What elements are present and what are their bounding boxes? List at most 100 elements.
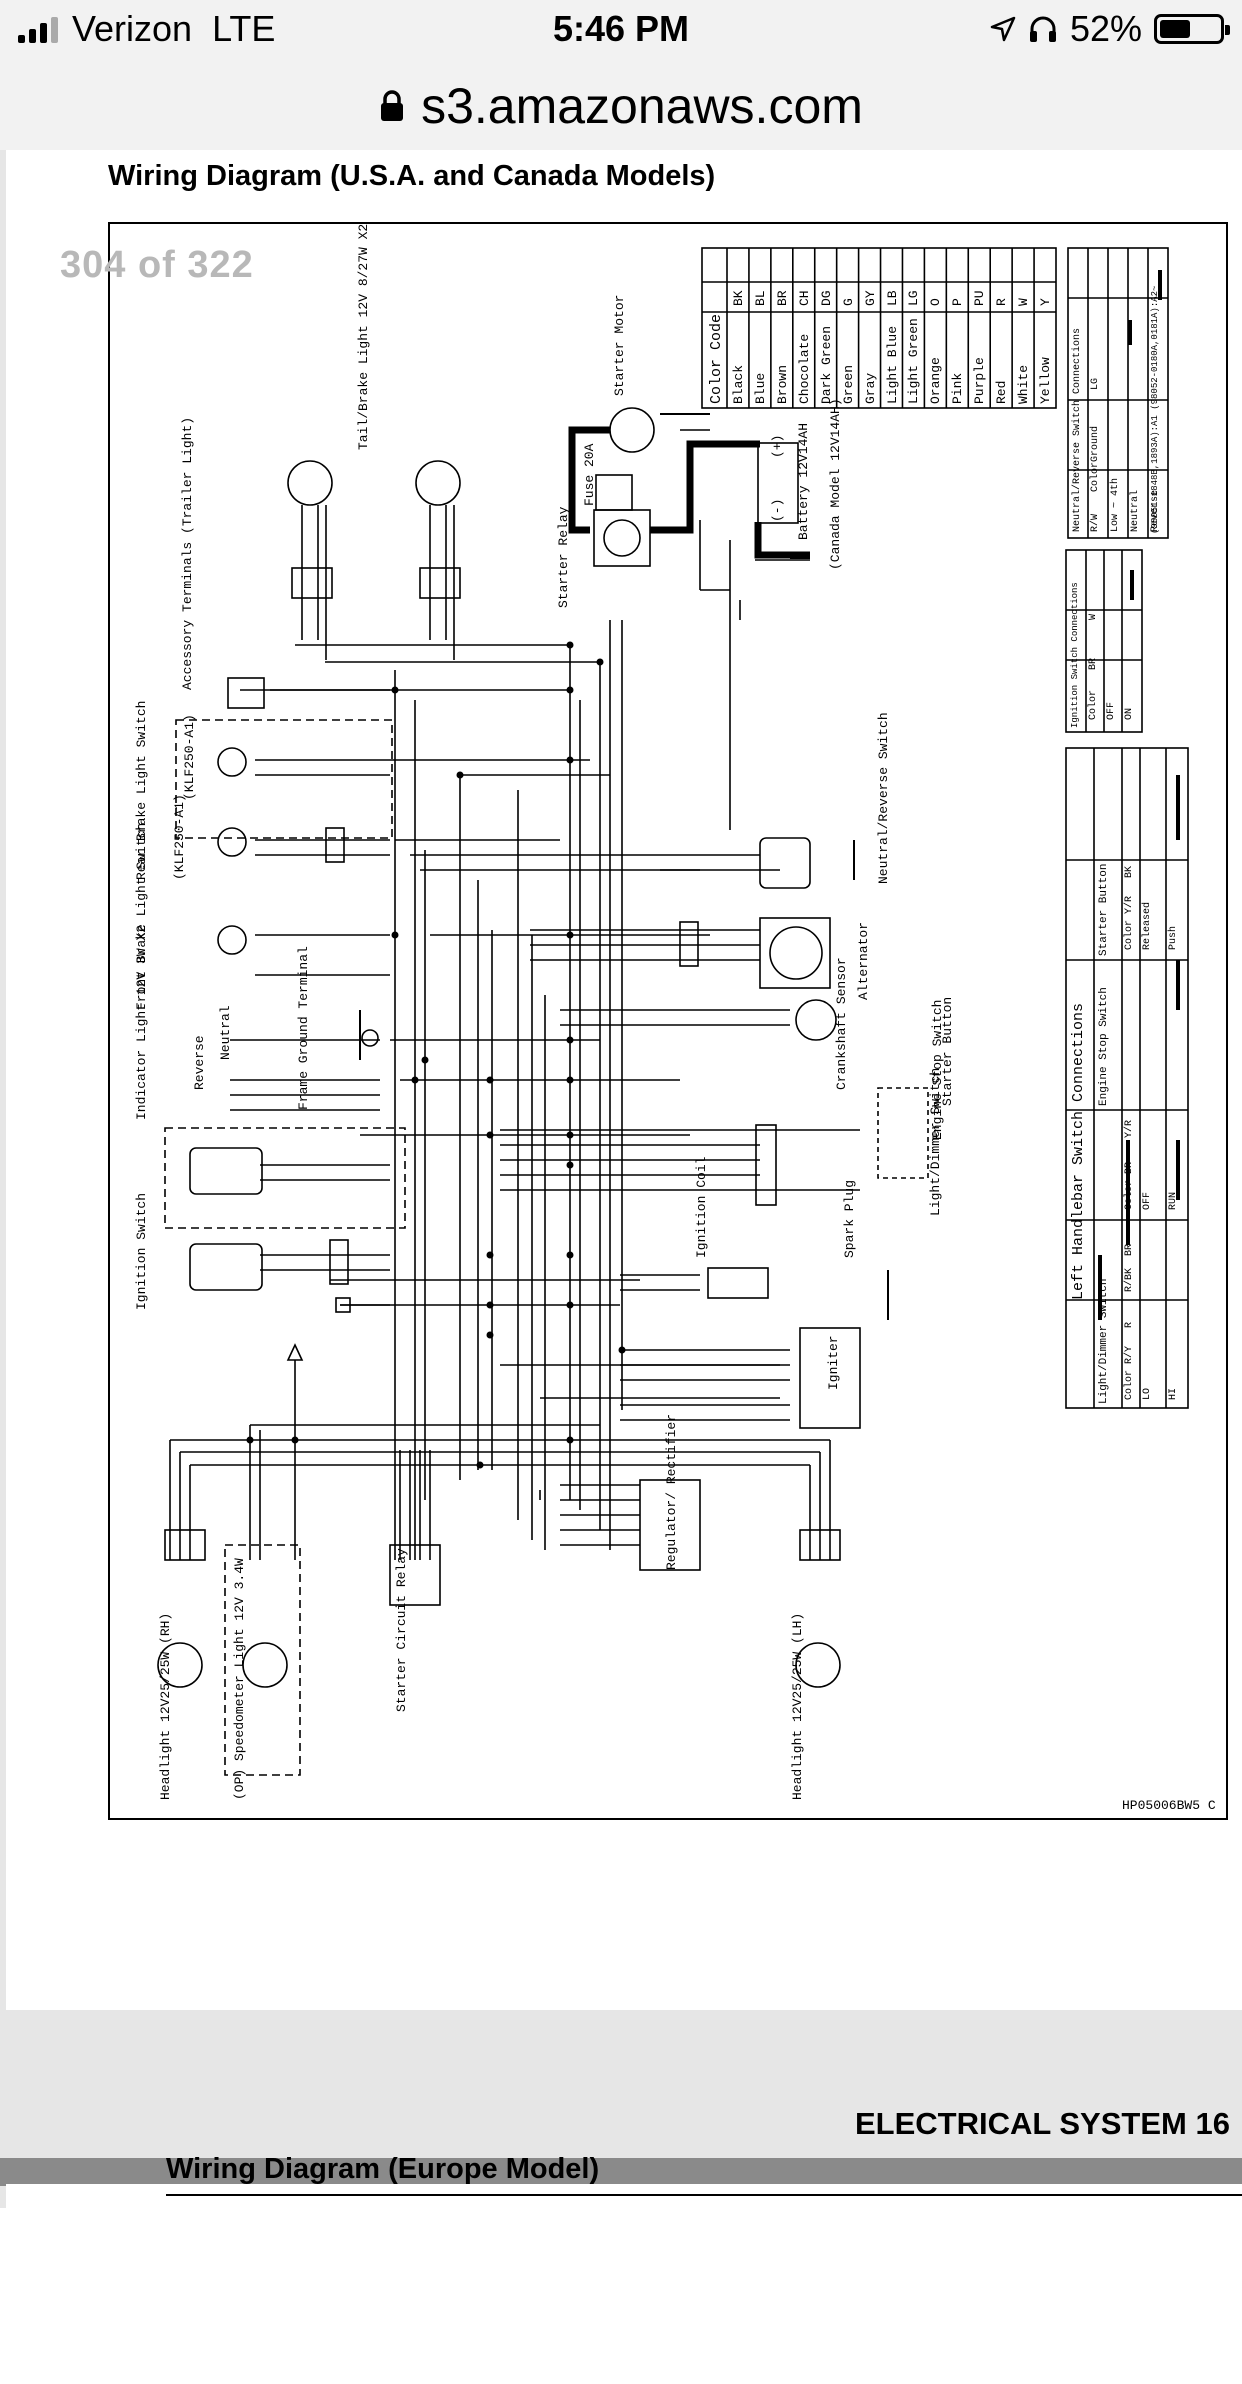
color-code-abbr: O bbox=[928, 298, 944, 306]
label-klf250-a1-2: (KLF250-A1) bbox=[172, 794, 187, 880]
diagram-frame bbox=[108, 222, 1228, 1820]
color-code-name: Light Green bbox=[906, 318, 922, 404]
label-igniter: Igniter bbox=[826, 1335, 841, 1390]
clock: 5:46 PM bbox=[552, 8, 690, 49]
color-code-name: Orange bbox=[928, 357, 944, 404]
hb-ld-header: R bbox=[1124, 1321, 1135, 1328]
wire-junction-dot bbox=[566, 1076, 574, 1084]
color-code-name: Pink bbox=[950, 372, 966, 404]
wire-junction-dot bbox=[486, 1301, 494, 1309]
color-code-name: Purple bbox=[972, 357, 988, 404]
handlebar-switch-table bbox=[1065, 747, 1189, 1409]
color-code-name: Chocolate bbox=[796, 333, 812, 404]
wire-junction-dot bbox=[566, 1301, 574, 1309]
hb-ld-header: R/Y bbox=[1124, 1345, 1135, 1364]
battery-percent: 52% bbox=[1069, 8, 1142, 49]
color-code-name: Red bbox=[994, 380, 1010, 404]
wire-junction-dot bbox=[391, 931, 399, 939]
wire-junction-dot bbox=[486, 1251, 494, 1259]
hb-sb-header: BK bbox=[1124, 865, 1135, 878]
color-code-abbr: W bbox=[1016, 298, 1032, 306]
nr-header: R/W bbox=[1090, 513, 1101, 532]
label-indicator-light: Indicator Light 12V 3W X2 bbox=[134, 924, 149, 1120]
tail-light-bulbs bbox=[287, 460, 461, 660]
label-headlight-rh: Headlight 12V25/25W (RH) bbox=[158, 1612, 173, 1800]
wire-junction-dot bbox=[566, 1036, 574, 1044]
network-label: LTE bbox=[212, 8, 276, 49]
color-code-abbr: BL bbox=[752, 290, 768, 306]
neutral-reverse-note: (98051-1848B,1893A):A1 (98052-0180A,0181… bbox=[1150, 285, 1160, 534]
label-reverse: Reverse bbox=[192, 1035, 207, 1090]
page-counter: 304 of 322 bbox=[60, 244, 254, 286]
neutral-reverse-table bbox=[1067, 247, 1169, 539]
part-code: HP05006BW5 C bbox=[1122, 1798, 1216, 1813]
hb-es-header: Y/R bbox=[1124, 1119, 1135, 1138]
label-tail-brake-light: Tail/Brake Light 12V 8/27W X2 bbox=[356, 223, 371, 450]
wire-junction-dot bbox=[486, 1331, 494, 1339]
url-text[interactable]: s3.amazonaws.com bbox=[421, 78, 863, 134]
starter-button-title: Starter Button bbox=[1098, 863, 1110, 956]
nr-row-label: Neutral bbox=[1130, 489, 1141, 532]
status-left: Verizon LTE bbox=[18, 8, 275, 50]
label-alternator: Alternator bbox=[856, 921, 871, 1000]
label-headlight-lh: Headlight 12V25/25W (LH) bbox=[790, 1612, 805, 1800]
label-canada-model: (Canada Model 12V14AH) bbox=[828, 398, 843, 570]
hb-es-header: Color bbox=[1124, 1179, 1135, 1210]
color-code-name: Green bbox=[840, 364, 856, 404]
wire-junction-dot bbox=[391, 686, 399, 694]
status-right: 52% bbox=[990, 8, 1230, 50]
nr-row-label: Low ~ 4th bbox=[1110, 477, 1121, 532]
next-page-header: ELECTRICAL SYSTEM 16 bbox=[855, 2106, 1230, 2141]
wire-junction-dot bbox=[618, 1346, 626, 1354]
battery-icon bbox=[1154, 14, 1230, 44]
color-code-abbr: G bbox=[840, 298, 856, 306]
wire-junction-dot bbox=[566, 1251, 574, 1259]
hb-ld-header: R/BK bbox=[1124, 1267, 1135, 1292]
label-regulator-rectifier: Regulator/ Rectifier bbox=[664, 1413, 679, 1570]
next-page-title: Wiring Diagram (Europe Model) bbox=[166, 2153, 600, 2185]
label-neutral-reverse-switch: Neutral/Reverse Switch bbox=[876, 712, 891, 884]
address-bar[interactable]: s3.amazonaws.com bbox=[0, 62, 1242, 151]
label-speedometer-light: (OP) Speedometer Light 12V 3.4W bbox=[232, 1558, 247, 1800]
wire-junction-dot bbox=[566, 931, 574, 939]
neutral-reverse-table-title: Neutral/Reverse Switch Connections bbox=[1072, 327, 1083, 532]
color-code-name: Blue bbox=[752, 372, 768, 404]
hb-sb-header: Color bbox=[1124, 919, 1135, 950]
hb-sb-header: Y/R bbox=[1124, 895, 1135, 914]
page-title: Wiring Diagram (U.S.A. and Canada Models… bbox=[108, 160, 716, 192]
label-fuse: Fuse 20A bbox=[582, 443, 597, 506]
signal-icon bbox=[18, 15, 58, 43]
color-code-abbr: BR bbox=[774, 290, 790, 306]
ig-header: Color bbox=[1088, 689, 1099, 720]
ig-header: W bbox=[1088, 613, 1099, 620]
wire-junction-dot bbox=[246, 1436, 254, 1444]
harness-wires bbox=[169, 520, 831, 1560]
hb-es-row: OFF bbox=[1142, 1191, 1153, 1210]
wire-junction-dot bbox=[566, 1161, 574, 1169]
nr-header: Color bbox=[1090, 461, 1101, 492]
label-battery: Battery 12V14AH bbox=[796, 422, 811, 540]
label-spark-plug: Spark Plug bbox=[842, 1179, 857, 1258]
headphones-icon bbox=[1029, 16, 1056, 42]
color-code-name: Gray bbox=[862, 372, 878, 404]
color-code-name: White bbox=[1016, 364, 1032, 404]
label-starter-relay: Starter Relay bbox=[556, 506, 571, 608]
page-separator bbox=[0, 2158, 1242, 2186]
label-light-dimmer-switch: Light/Dimmer Switch bbox=[928, 1067, 943, 1216]
location-arrow-icon bbox=[990, 16, 1016, 42]
color-code-abbr: GY bbox=[862, 290, 878, 306]
label-battery-minus: (-) bbox=[770, 498, 785, 522]
carrier-label: Verizon bbox=[72, 8, 193, 49]
label-battery-plus: (+) bbox=[770, 434, 785, 458]
ig-header: BR bbox=[1088, 657, 1099, 670]
wire-junction-dot bbox=[421, 1056, 429, 1064]
handlebar-table-title: Left Handlebar Switch Connections bbox=[1070, 1002, 1087, 1300]
label-neutral: Neutral bbox=[218, 1005, 233, 1060]
ig-row-label: ON bbox=[1124, 707, 1135, 720]
color-code-title: Color Code bbox=[708, 313, 725, 404]
wire-junction-dot bbox=[411, 1076, 419, 1084]
wire-junction-dot bbox=[566, 756, 574, 764]
color-code-abbr: PU bbox=[972, 290, 988, 306]
hb-ld-header: Color bbox=[1124, 1369, 1135, 1400]
color-code-abbr: BK bbox=[731, 290, 746, 306]
